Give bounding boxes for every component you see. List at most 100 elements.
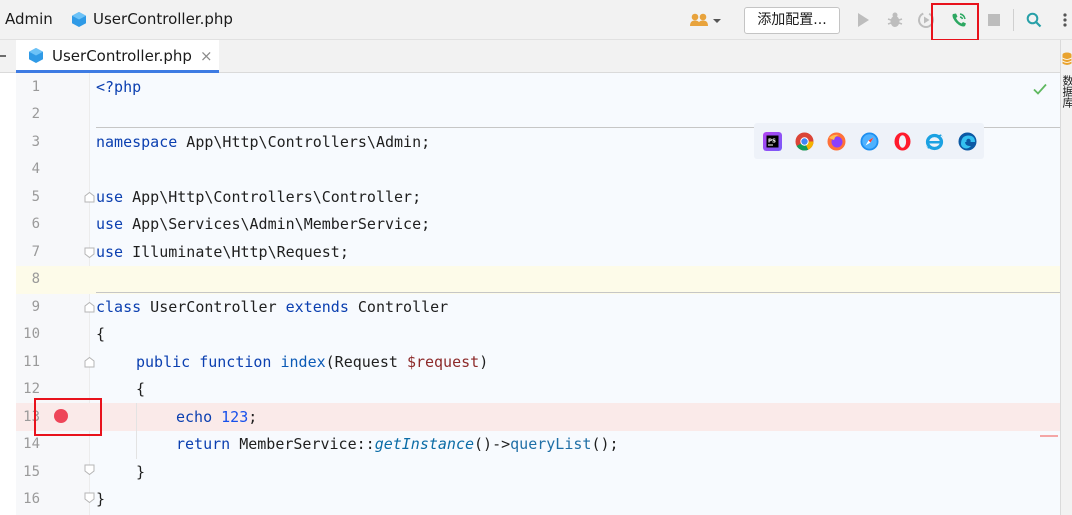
code-token: return bbox=[176, 435, 231, 453]
run-icon[interactable] bbox=[854, 11, 872, 29]
line-number: 10 bbox=[23, 326, 40, 342]
highlight-box-breakpoint bbox=[34, 398, 102, 436]
chrome-icon[interactable] bbox=[795, 132, 814, 151]
method-separator bbox=[96, 127, 1060, 128]
code-editor[interactable]: 1 2 3 4 5 6 7 8 9 10 11 12 13 14 15 16 <… bbox=[16, 73, 1060, 515]
line-number: 3 bbox=[31, 134, 40, 150]
line-number: 16 bbox=[23, 491, 40, 507]
current-line-highlight bbox=[16, 266, 1060, 294]
edge-icon[interactable] bbox=[958, 132, 977, 151]
code-token: $request bbox=[406, 353, 480, 371]
title-bar: Admin UserController.php 添加配置... bbox=[0, 0, 1072, 41]
gutter[interactable] bbox=[16, 73, 90, 515]
code-line-10: { bbox=[96, 321, 105, 348]
database-icon[interactable] bbox=[1062, 52, 1072, 66]
php-file-icon bbox=[72, 12, 86, 27]
code-line-16: } bbox=[96, 486, 105, 513]
code-line-14: return MemberService::getInstance()->que… bbox=[176, 431, 619, 458]
line-number: 1 bbox=[31, 79, 40, 95]
browser-launcher-bar: PS bbox=[754, 123, 984, 159]
php-listen-debug-icon[interactable] bbox=[950, 11, 968, 29]
code-token: App\Http\Controllers\Admin; bbox=[177, 133, 431, 151]
tab-label: UserController.php bbox=[52, 47, 192, 65]
code-token: MemberService:: bbox=[230, 435, 375, 453]
search-icon[interactable] bbox=[1025, 11, 1043, 29]
editor-tab-bar: UserController.php × bbox=[0, 40, 1060, 73]
code-token: Controller bbox=[348, 298, 449, 316]
code-line-13: echo 123; bbox=[176, 404, 257, 431]
code-token: App\Http\Controllers\Controller; bbox=[123, 188, 422, 206]
breakpoint-icon[interactable] bbox=[54, 409, 68, 423]
code-token: function bbox=[199, 353, 272, 371]
code-token: App\Services\Admin\MemberService; bbox=[123, 215, 431, 233]
code-token: extends bbox=[285, 298, 349, 316]
safari-icon[interactable] bbox=[860, 132, 879, 151]
code-token: 123 bbox=[221, 408, 249, 426]
right-tool-stripe: 数据库 bbox=[1060, 40, 1072, 515]
php-file-icon bbox=[29, 48, 43, 63]
opera-icon[interactable] bbox=[893, 132, 912, 151]
code-line-7: use Illuminate\Http\Request; bbox=[96, 239, 349, 266]
line-number: 6 bbox=[31, 216, 40, 232]
user-group-icon[interactable] bbox=[690, 13, 722, 27]
line-number: 8 bbox=[31, 271, 40, 287]
phpstorm-icon[interactable]: PS bbox=[763, 132, 782, 151]
fold-marker-icon[interactable] bbox=[84, 247, 95, 258]
svg-text:PS: PS bbox=[768, 139, 776, 145]
code-line-3: namespace App\Http\Controllers\Admin; bbox=[96, 129, 430, 156]
code-token: { bbox=[136, 380, 146, 398]
code-line-6: use App\Services\Admin\MemberService; bbox=[96, 211, 430, 238]
code-token: } bbox=[96, 490, 106, 508]
code-token: (); bbox=[591, 435, 619, 453]
code-token: getInstance bbox=[374, 435, 475, 453]
breadcrumb-file[interactable]: UserController.php bbox=[93, 10, 233, 28]
fold-marker-icon[interactable] bbox=[84, 357, 95, 368]
error-stripe-mark[interactable] bbox=[1040, 435, 1058, 437]
code-token: Illuminate\Http\Request; bbox=[123, 243, 349, 261]
code-token: ; bbox=[248, 408, 258, 426]
code-token: index bbox=[280, 353, 326, 371]
code-token: use bbox=[96, 188, 124, 206]
firefox-icon[interactable] bbox=[827, 132, 846, 151]
fold-marker-icon[interactable] bbox=[84, 492, 95, 503]
tab-scroll-mark bbox=[0, 55, 6, 57]
breadcrumb-project[interactable]: Admin bbox=[5, 10, 53, 28]
line-number: 5 bbox=[31, 189, 40, 205]
code-line-15: } bbox=[136, 459, 145, 486]
ie-icon[interactable] bbox=[925, 132, 944, 151]
line-number: 4 bbox=[31, 161, 40, 177]
code-token: } bbox=[136, 463, 146, 481]
debug-icon[interactable] bbox=[886, 11, 904, 29]
code-token: public bbox=[136, 353, 191, 371]
line-number: 11 bbox=[23, 354, 40, 370]
stop-icon[interactable] bbox=[985, 11, 1003, 29]
line-number: 7 bbox=[31, 244, 40, 260]
code-line-1: <?php bbox=[96, 74, 141, 101]
coverage-icon[interactable] bbox=[917, 11, 935, 29]
fold-marker-icon[interactable] bbox=[84, 464, 95, 475]
code-token: use bbox=[96, 215, 124, 233]
breakpoint-line-highlight bbox=[16, 403, 1060, 431]
indent-guide bbox=[136, 403, 137, 459]
code-token: echo bbox=[176, 408, 213, 426]
code-line-9: class UserController extends Controller bbox=[96, 294, 448, 321]
line-number: 14 bbox=[23, 436, 40, 452]
code-token: use bbox=[96, 243, 124, 261]
code-token: UserController bbox=[141, 298, 286, 316]
fold-marker-icon[interactable] bbox=[84, 302, 95, 313]
gutter-divider bbox=[89, 73, 90, 515]
code-line-11: public function index(Request $request) bbox=[136, 349, 488, 376]
more-icon[interactable] bbox=[1058, 11, 1072, 29]
fold-marker-icon[interactable] bbox=[84, 192, 95, 203]
code-line-5: use App\Http\Controllers\Controller; bbox=[96, 184, 421, 211]
check-icon[interactable] bbox=[1032, 81, 1048, 97]
add-configuration-button[interactable]: 添加配置... bbox=[744, 7, 840, 34]
highlight-box-listen bbox=[931, 3, 979, 41]
tab-usercontroller[interactable]: UserController.php × bbox=[16, 40, 219, 73]
code-token: queryList bbox=[510, 435, 592, 453]
close-icon[interactable]: × bbox=[200, 47, 213, 65]
code-token: ) bbox=[479, 353, 489, 371]
line-number: 9 bbox=[31, 299, 40, 315]
database-tool-label[interactable]: 数据库 bbox=[1061, 75, 1072, 108]
code-token: namespace bbox=[96, 133, 178, 151]
